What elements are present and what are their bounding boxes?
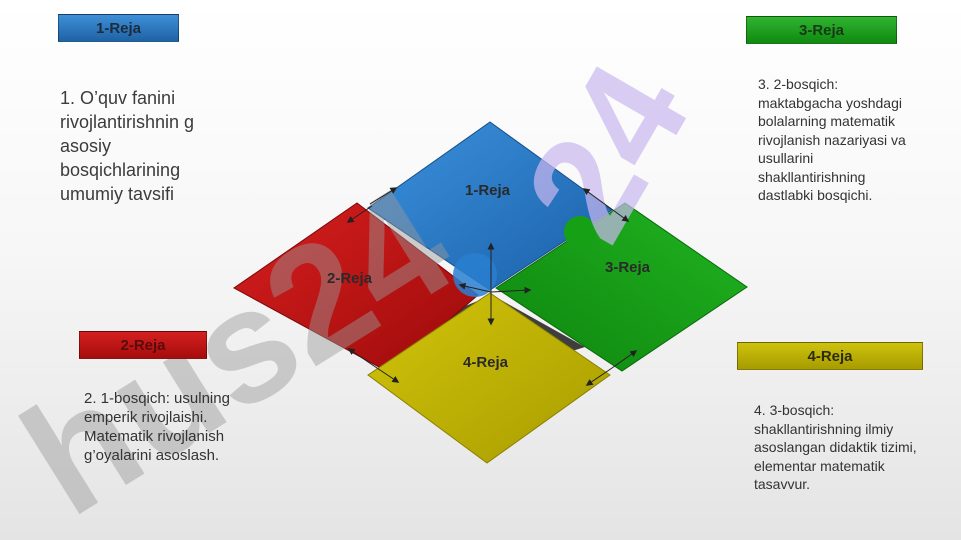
arrow-top-left-b — [346, 205, 373, 223]
tile-label-bottom: 4-Reja — [463, 354, 509, 371]
note-1: 1. O’quv fanini rivojlantirishnin g asos… — [60, 88, 195, 204]
watermark-gray: hus24 — [0, 152, 480, 540]
tag-3-reja: 3-Reja — [746, 16, 897, 44]
arrow-bottom-right — [611, 350, 638, 369]
tile-label-top: 1-Reja — [465, 182, 511, 199]
tile-label-right: 3-Reja — [605, 259, 651, 276]
arrow-top-left — [369, 187, 398, 205]
arrow-bottom-left-b — [373, 365, 400, 383]
arrow-center-right — [490, 286, 532, 294]
tag-2-reja: 2-Reja — [79, 331, 207, 359]
tile-right-green — [495, 202, 748, 372]
note-2: 2. 1-bosqich: usulning emperik rivojlais… — [84, 390, 230, 464]
tag-4-reja: 4-Reja — [737, 342, 923, 370]
arrow-bottom-left — [347, 348, 375, 367]
knob-green — [564, 216, 596, 248]
tile-label-left: 2-Reja — [327, 270, 373, 287]
arrow-top-right — [582, 188, 607, 206]
note-3: 3. 2-bosqich: maktabgacha yoshdagi bolal… — [758, 76, 906, 203]
tile-bottom-yellow — [367, 292, 611, 464]
note-4: 4. 3-bosqich: shakllantirishning ilmiy a… — [754, 402, 917, 492]
arrow-top-right-b — [605, 204, 630, 222]
arrow-center-left — [458, 282, 492, 293]
tag-1-reja: 1-Reja — [58, 14, 179, 42]
arrow-bottom-right-b — [585, 367, 613, 386]
